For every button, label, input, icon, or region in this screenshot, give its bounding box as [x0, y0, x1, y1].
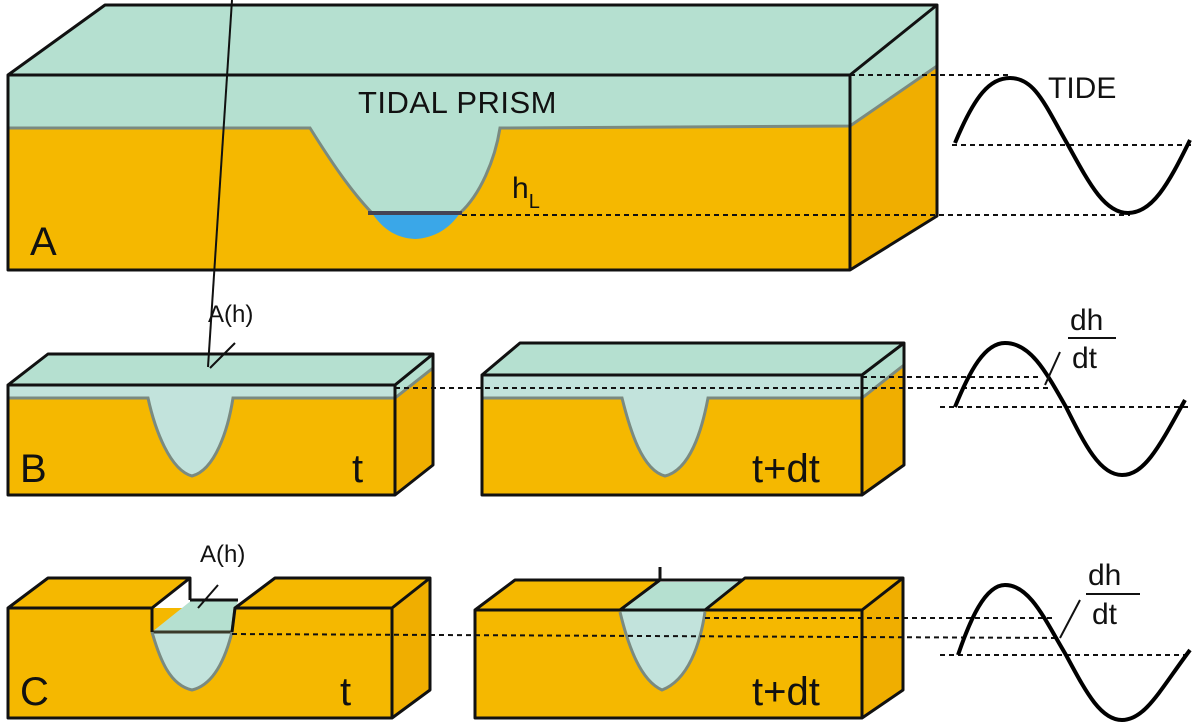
panel-c-block-t: [6, 576, 432, 720]
panel-b-rate-denominator: dt: [1072, 342, 1098, 375]
panel-a: A TIDAL PRISM hL TIDE: [6, 3, 1195, 272]
panel-b: B A(h) t t+dt dh dt: [6, 0, 1190, 497]
panel-a-bed-line: [8, 64, 938, 215]
panel-b-block-t: [6, 352, 435, 497]
panel-a-low-water: [372, 213, 460, 239]
panel-b-area-label: A(h): [208, 301, 253, 328]
panel-b-area-pointer: [207, 0, 233, 368]
panel-a-side-water: [850, 5, 937, 126]
tidal-prism-label: TIDAL PRISM: [358, 85, 557, 120]
panel-b-time-t: t: [352, 447, 363, 491]
panel-a-tide-curve: [953, 75, 1192, 216]
panel-b-rate-fraction: dh dt: [1068, 304, 1116, 375]
panel-b-tide-curve: [953, 340, 1187, 478]
panel-b-letter: B: [20, 447, 47, 491]
low-depth-label: hL: [512, 172, 540, 213]
panel-b-time-t-dt: t+dt: [752, 447, 820, 491]
panel-a-top-face: [8, 5, 937, 75]
panel-c-block-t-dt: [473, 567, 905, 720]
tide-label: TIDE: [1048, 72, 1116, 105]
panel-c-time-t: t: [340, 670, 351, 714]
panel-b-area-leader: [209, 342, 236, 369]
panel-c-tide-curve: [956, 582, 1192, 723]
panel-b-block-t-dt: [480, 341, 906, 497]
panel-a-tidal-prism: [8, 75, 850, 213]
panel-b-slope-line: [1044, 351, 1061, 386]
panel-c-rate-denominator: dt: [1092, 598, 1118, 631]
panel-c-area-leader: [197, 584, 219, 609]
panel-c-rate-numerator: dh: [1088, 559, 1121, 592]
panel-c-letter: C: [20, 670, 49, 714]
panel-c-level-t: [231, 633, 1061, 639]
panel-c-rate-fraction: dh dt: [1086, 559, 1140, 631]
panel-c-area-label: A(h): [200, 541, 245, 568]
panel-a-side-face: [850, 64, 937, 270]
panel-b-rate-numerator: dh: [1070, 304, 1103, 337]
panel-c-time-t-dt: t+dt: [752, 670, 820, 714]
panel-c-slope-line: [1059, 599, 1081, 639]
panel-a-letter: A: [30, 220, 57, 264]
panel-c: C A(h) t t+dt dh dt: [6, 541, 1192, 723]
panel-a-outline: [6, 3, 939, 272]
